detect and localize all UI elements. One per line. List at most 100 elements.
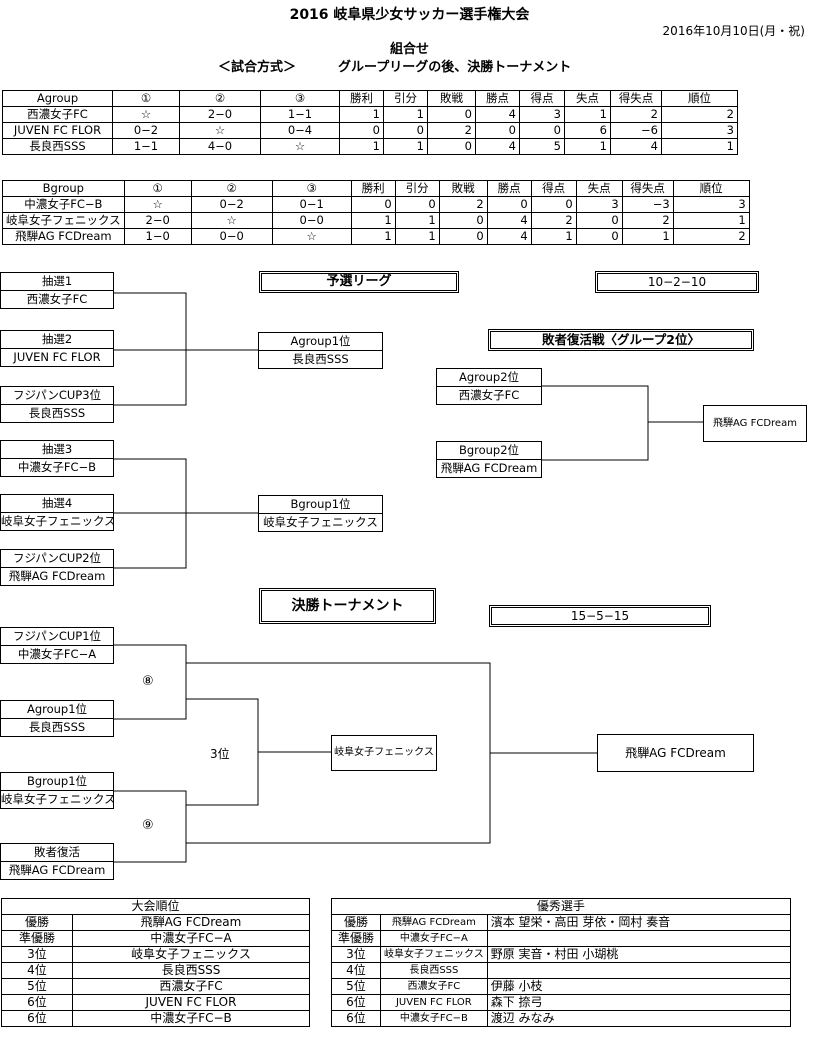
rank: 優勝	[331, 914, 381, 931]
slot-label: 抽選2	[41, 332, 73, 346]
final-slot-2: Agroup1位 長良西SSS	[0, 700, 114, 737]
final-title: 決勝トーナメント	[259, 588, 436, 624]
player-names: 渡辺 みなみ	[486, 1010, 791, 1027]
team-name: 西濃女子FC	[380, 978, 488, 995]
slot-team: 中濃女子FC−B	[1, 458, 113, 476]
team-name: JUVEN FC FLOR	[2, 122, 113, 139]
slot-label: フジパンCUP1位	[12, 629, 102, 643]
slot-team: 飛騨AG FCDream	[437, 459, 541, 477]
repechage-slot-2: Bgroup2位 飛騨AG FCDream	[436, 441, 542, 478]
table-cell: 4−0	[179, 138, 261, 155]
result-label: Agroup1位	[290, 334, 351, 348]
team-name: 岐阜女子フェニックス	[380, 946, 488, 963]
rank: 4位	[331, 962, 381, 979]
document-title: 2016 岐阜県少女サッカー選手権大会	[289, 7, 530, 23]
player-names	[486, 930, 791, 947]
slot-team: 長良西SSS	[1, 718, 113, 736]
rank: 6位	[331, 1010, 381, 1027]
column-header: 得失点	[610, 90, 662, 107]
prelim-b-result: Bgroup1位 岐阜女子フェニックス	[258, 495, 383, 532]
slot-team: 中濃女子FC−A	[1, 645, 113, 663]
result-team: 長良西SSS	[259, 350, 382, 368]
rank: 6位	[1, 994, 73, 1011]
slot-team: JUVEN FC FLOR	[1, 348, 113, 366]
team-name: 長良西SSS	[380, 962, 488, 979]
subtitle: 組合せ	[389, 42, 429, 57]
player-names: 伊藤 小枝	[486, 978, 791, 995]
player-names: 野原 実音・村田 小瑚桃	[486, 946, 791, 963]
rank: 6位	[331, 994, 381, 1011]
table-row: 6位中濃女子FC−B	[1, 1010, 310, 1027]
slot-team: 飛騨AG FCDream	[1, 861, 113, 879]
table-cell: 1−1	[112, 138, 180, 155]
repechage-title: 敗者復活戦〈グループ2位〉	[488, 329, 754, 351]
team-name: 中濃女子FC−B	[2, 196, 125, 213]
header-row: 優秀選手	[331, 898, 791, 915]
table-row: 3位岐阜女子フェニックス野原 実音・村田 小瑚桃	[331, 946, 791, 963]
champion-box: 飛騨AG FCDream	[597, 734, 754, 772]
team-name: 岐阜女子フェニックス	[2, 212, 125, 229]
team-name: 長良西SSS	[72, 962, 310, 979]
table-cell: 0−0	[190, 228, 273, 245]
result-team: 岐阜女子フェニックス	[259, 513, 382, 531]
standings-title: 大会順位	[1, 898, 310, 915]
slot-team: 岐阜女子フェニックス	[1, 790, 113, 806]
slot-label: フジパンCUP2位	[12, 551, 102, 565]
column-header: 敗戦	[438, 180, 488, 197]
rank: 準優勝	[1, 930, 73, 947]
slot-label: Bgroup2位	[458, 443, 520, 457]
prelim-b-slot-1: 抽選3 中濃女子FC−B	[0, 440, 114, 477]
group-name: Agroup	[2, 90, 113, 107]
team-name: 中濃女子FC−B	[380, 1010, 488, 1027]
slot-label: 抽選1	[41, 274, 73, 288]
table-row: 優勝飛騨AG FCDream	[1, 914, 310, 931]
final-time: 15−5−15	[489, 605, 711, 627]
format-label: ＜試合方式＞	[218, 60, 297, 75]
team-name: 岐阜女子フェニックス	[72, 946, 310, 963]
prelim-b-slot-2: 抽選4 岐阜女子フェニックス	[0, 494, 114, 531]
rank: 3位	[331, 946, 381, 963]
table-row: 3位岐阜女子フェニックス	[1, 946, 310, 963]
player-names: 森下 捺弓	[486, 994, 791, 1011]
slot-team: 岐阜女子フェニックス	[1, 512, 113, 528]
slot-label: フジパンCUP3位	[12, 388, 102, 402]
player-names: 濱本 望栄・高田 芽依・岡村 奏音	[486, 914, 791, 931]
repechage-winner: 飛騨AG FCDream	[703, 405, 807, 442]
format-text: グループリーグの後、決勝トーナメント	[338, 60, 572, 75]
prelim-a-result: Agroup1位 長良西SSS	[258, 332, 383, 369]
header-row: 大会順位	[1, 898, 310, 915]
table-row: 4位長良西SSS	[1, 962, 310, 979]
column-header: 得失点	[621, 180, 674, 197]
match-9-number: ⑨	[142, 818, 154, 833]
rank: 5位	[1, 978, 73, 995]
table-cell: 1−0	[123, 228, 192, 245]
prelim-a-slot-2: 抽選2 JUVEN FC FLOR	[0, 330, 114, 367]
prelim-a-slot-1: 抽選1 西濃女子FC	[0, 272, 114, 309]
players-title: 優秀選手	[331, 898, 791, 915]
prelim-time: 10−2−10	[595, 271, 759, 293]
final-slot-3: Bgroup1位 岐阜女子フェニックス	[0, 772, 114, 809]
team-name: 中濃女子FC−B	[72, 1010, 310, 1027]
team-name: 長良西SSS	[2, 138, 113, 155]
final-slot-1: フジパンCUP1位 中濃女子FC−A	[0, 627, 114, 664]
prelim-a-slot-3: フジパンCUP3位 長良西SSS	[0, 386, 114, 423]
rank: 5位	[331, 978, 381, 995]
table-cell: 0−4	[260, 122, 340, 139]
match-8-number: ⑧	[142, 674, 154, 689]
team-name: JUVEN FC FLOR	[72, 994, 310, 1011]
slot-team: 長良西SSS	[1, 404, 113, 422]
team-name: 飛騨AG FCDream	[380, 914, 488, 931]
rank: 3位	[1, 946, 73, 963]
rank: 準優勝	[331, 930, 381, 947]
column-header: 勝利	[339, 90, 384, 107]
slot-label: 抽選3	[41, 442, 73, 456]
